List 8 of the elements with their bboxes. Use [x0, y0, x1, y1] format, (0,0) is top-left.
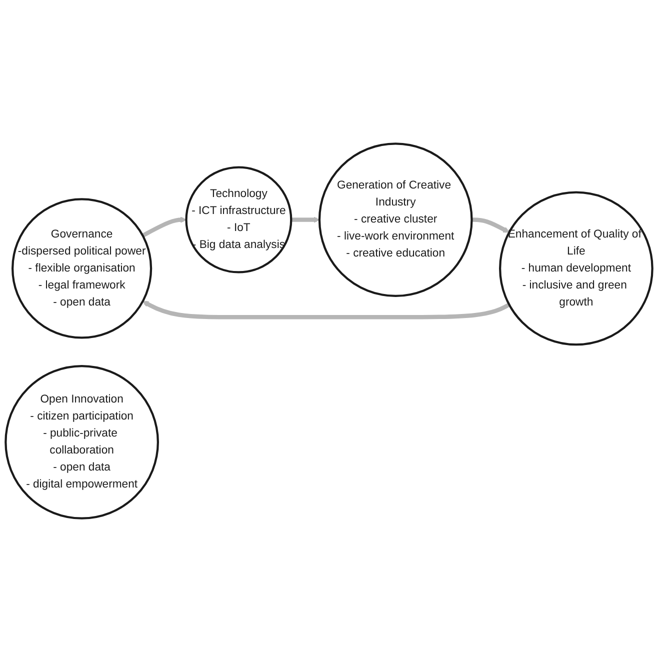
arrow — [472, 217, 510, 232]
node-circle: Open Innovation - citizen participation - public-private collaboration - open data - digital empowerment — [4, 364, 159, 519]
arrow — [291, 216, 320, 222]
node-circle: Governance -dispersed political power - flexible organisation - legal framework - open data — [12, 198, 152, 338]
node-circle: Enhancement of Quality of Life - human development - inclusive and green growth — [499, 190, 654, 346]
arrow — [142, 216, 187, 237]
arrow — [142, 300, 510, 319]
node-circle: Generation of Creative Industry - creative cluster - live-work environment - creative education — [318, 142, 473, 296]
